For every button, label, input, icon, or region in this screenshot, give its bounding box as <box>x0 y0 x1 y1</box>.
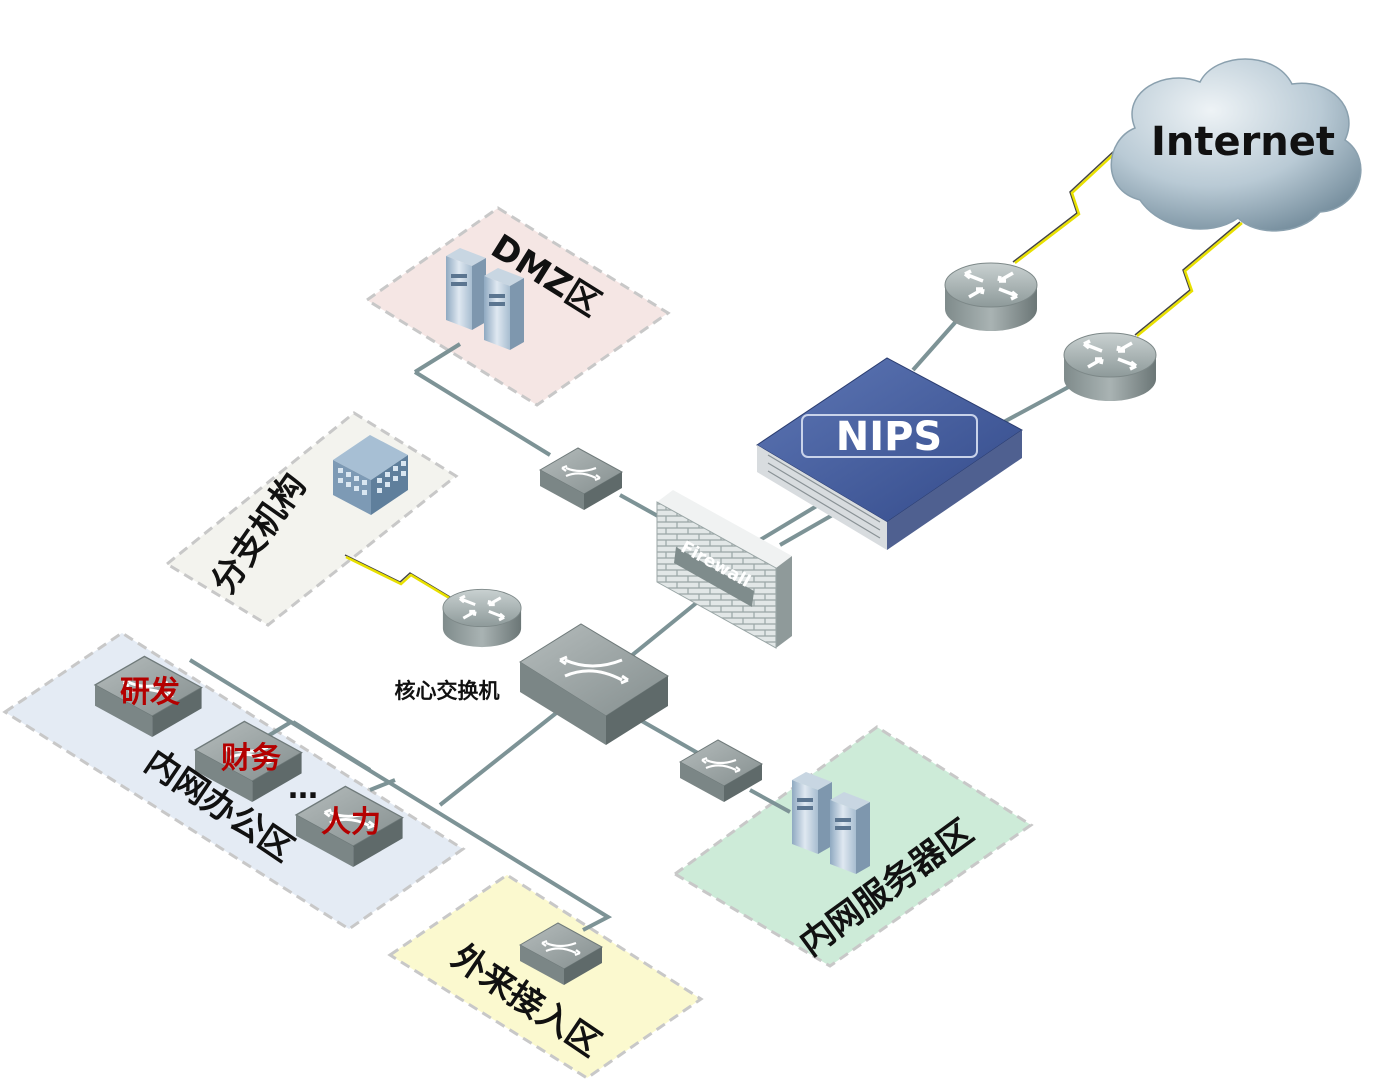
cloud-icon <box>1110 58 1362 232</box>
department-ellipsis: … <box>288 771 318 806</box>
edge-router-1 <box>943 261 1039 333</box>
router-icon <box>943 261 1039 333</box>
edge-router-2 <box>1062 331 1158 403</box>
department-hr-label: 人力 <box>321 805 381 840</box>
core-switch-label: 核心交换机 <box>395 679 500 703</box>
core-switch-icon <box>519 623 669 745</box>
zone-guest <box>387 873 704 1080</box>
department-rd-label: 研发 <box>120 675 180 710</box>
internet-label: Internet <box>1151 119 1335 165</box>
network-links <box>188 298 1101 932</box>
department-finance-label: 财务 <box>221 741 281 776</box>
router-icon <box>1062 331 1158 403</box>
nips-appliance: NIPS <box>756 357 1023 550</box>
nips-appliance-icon <box>756 357 1023 550</box>
internet-cloud: Internet <box>1110 58 1362 232</box>
switch-icon <box>538 446 624 512</box>
wan-links <box>344 137 1243 604</box>
branch-router <box>441 587 523 649</box>
firewall: Firewall <box>656 490 792 649</box>
building-icon <box>333 435 408 515</box>
firewall-icon <box>656 490 792 649</box>
router-icon <box>441 587 523 649</box>
core-switch <box>519 623 669 745</box>
branch-building <box>333 435 408 515</box>
nips-label: NIPS <box>836 414 942 460</box>
dmz-switch <box>538 446 624 512</box>
zone-branch <box>164 411 459 627</box>
